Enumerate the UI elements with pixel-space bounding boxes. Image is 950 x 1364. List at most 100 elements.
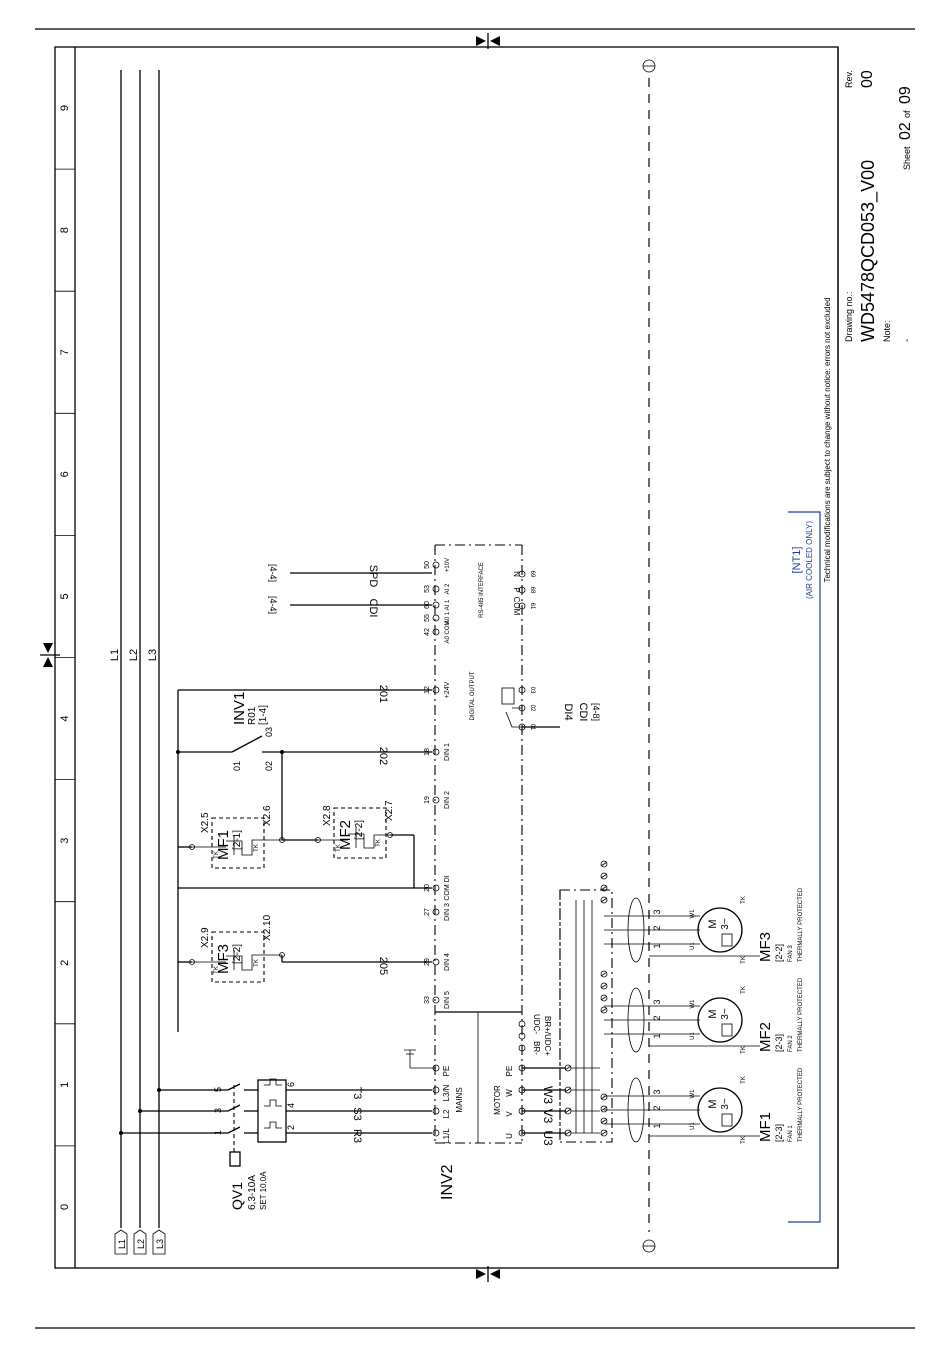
grid-column-label: 5 (59, 593, 71, 599)
svg-text:6: 6 (286, 1082, 296, 1087)
svg-text:COM: COM (512, 597, 521, 616)
svg-text:BR+/UDC+: BR+/UDC+ (543, 1016, 552, 1056)
svg-text:L1/L: L1/L (442, 1128, 451, 1144)
svg-text:[4-8]: [4-8] (591, 703, 601, 721)
svg-text:[1-4]: [1-4] (258, 705, 269, 725)
svg-text:PE: PE (442, 1066, 451, 1077)
spd-label: SPD (367, 565, 379, 588)
din-number: 33 (424, 996, 431, 1004)
cable-core: 3 (652, 1089, 662, 1094)
motor-tk: TK (741, 1046, 747, 1054)
center-mark-bottom (476, 1266, 500, 1282)
cdi-label: CDI (367, 599, 379, 618)
din-label: DIN 4 (444, 953, 451, 971)
svg-text:201: 201 (377, 685, 389, 703)
tag-l2 (133, 1229, 147, 1255)
svg-text:2: 2 (286, 1125, 296, 1130)
analog-label: +10V (445, 558, 451, 572)
drawing-number: WD5478QCD053_V00 (858, 160, 879, 342)
motor-pin: U1 (690, 942, 696, 950)
pe-line (642, 59, 656, 1253)
analog-terminal (432, 585, 440, 593)
svg-text:Drawing no.:: Drawing no.: (844, 291, 854, 342)
analog-terminal (432, 601, 440, 609)
thermal-contact-box (333, 807, 387, 859)
analog-number: 50 (424, 561, 431, 569)
grid-column-label: 1 (59, 1082, 71, 1088)
analog-number: 55 (424, 614, 431, 622)
svg-text:Note:: Note: (882, 320, 892, 342)
svg-text:L3/N: L3/N (442, 1084, 451, 1101)
fan-note: THERMALLY PROTECTED (798, 887, 804, 962)
svg-text:UDC-: UDC- (532, 1014, 541, 1034)
svg-text:3: 3 (213, 1108, 223, 1113)
svg-text:[4-4]: [4-4] (268, 596, 278, 614)
fan-contact-ref: [2-2] (232, 944, 243, 964)
svg-text:4: 4 (286, 1103, 296, 1108)
fan-tag: MF2 (757, 1022, 774, 1052)
din-label: DIN 2 (444, 791, 451, 809)
svg-text:-: - (902, 339, 913, 342)
grid-column-label: 9 (59, 105, 71, 111)
supply-lines: L1 L2 L3 L1 L2 L3 (109, 70, 166, 1255)
svg-text:MOTOR: MOTOR (493, 1085, 502, 1115)
motor-wiring: U3 V3 W3 (522, 860, 613, 1146)
svg-text:V: V (505, 1111, 514, 1117)
tk-label: TK (376, 839, 382, 847)
svg-text:N: N (512, 571, 521, 577)
svg-text:L2: L2 (442, 1109, 451, 1118)
terminal-label: X2.7 (384, 800, 395, 821)
motor-tk: TK (741, 986, 747, 994)
fan-contact-tag: MF2 (337, 820, 354, 850)
motor-circle (697, 1087, 743, 1133)
cable-core: 1 (652, 1123, 662, 1128)
din-terminal (432, 686, 440, 694)
motor-pin: W1 (690, 909, 696, 919)
motor-phase: 3~ (720, 918, 731, 930)
motor-tk: TK (741, 956, 747, 964)
motor-circle (697, 907, 743, 953)
analog-label: A0 COM (445, 620, 451, 643)
motor-phase: 3~ (720, 1098, 731, 1110)
breaker-range: 6,3-10A (247, 1175, 258, 1210)
cable-core: 2 (652, 1105, 662, 1110)
svg-text:69: 69 (529, 571, 535, 578)
din-label: +24V (444, 681, 451, 698)
din-label: DIN 5 (444, 991, 451, 1009)
cable-core: 2 (652, 1015, 662, 1020)
line-label-l3: L3 (147, 649, 159, 661)
motor-tk: TK (741, 1136, 747, 1144)
svg-text:68: 68 (529, 587, 535, 594)
din-number: 27 (424, 908, 431, 916)
analog-label: A0 1 (445, 611, 451, 624)
svg-text:R3: R3 (351, 1129, 363, 1143)
di4-label: DI4 (562, 703, 574, 720)
revision: 00 (859, 70, 876, 88)
motor-phase: 3~ (720, 1008, 731, 1020)
din-terminal (432, 908, 440, 916)
motor-m: M (707, 919, 719, 928)
fan-ref: [2-3] (774, 1124, 784, 1142)
tag-l1 (114, 1229, 128, 1255)
cable-core: 1 (652, 943, 662, 948)
svg-text:205: 205 (377, 957, 389, 975)
grid-column-label: 0 (59, 1204, 71, 1210)
nt1-tag: [NT1] (791, 547, 803, 574)
breaker-qv1: 1 3 5 2 4 6 QV1 6,3-10A SET 10,0A (119, 1078, 296, 1210)
mains-wires: R3 S3 T3 (286, 1087, 432, 1143)
motor-m: M (707, 1009, 719, 1018)
motor-pin: U1 (690, 1122, 696, 1130)
grid-column-label: 4 (59, 715, 71, 721)
thermal-contact-box (211, 817, 265, 869)
svg-text:03: 03 (529, 687, 535, 694)
svg-text:DIGITAL OUTPUT: DIGITAL OUTPUT (470, 671, 476, 720)
nt1-bracket: [NT1] (AIR COOLED ONLY) (788, 511, 821, 1223)
fan-tag: MF1 (757, 1112, 774, 1142)
svg-text:T3: T3 (351, 1087, 363, 1100)
din-terminal (432, 884, 440, 892)
din-terminal (432, 996, 440, 1004)
